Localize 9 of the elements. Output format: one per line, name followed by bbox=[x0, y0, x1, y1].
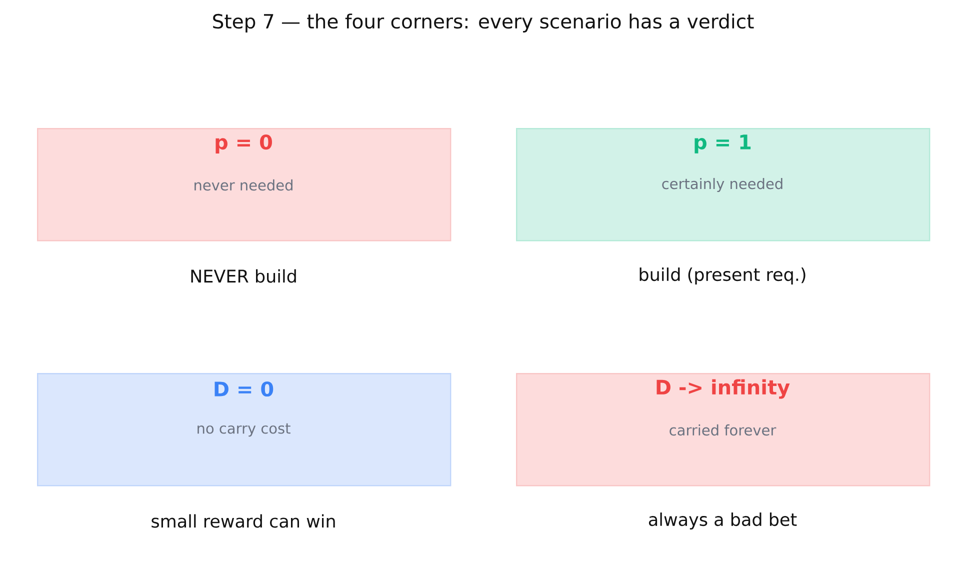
scenario-card: p = 1 certainly needed bbox=[516, 128, 930, 242]
title: Step 7 — the four corners: every scenario has a verdict bbox=[213, 14, 754, 32]
scenario-card: D -> infinity carried forever bbox=[516, 373, 930, 486]
verdict-text: always a bad bet bbox=[648, 512, 797, 530]
verdict-text: build (present req.) bbox=[640, 268, 806, 284]
verdict-text: small reward can win bbox=[152, 514, 335, 528]
verdict-text: NEVER build bbox=[191, 269, 296, 283]
scenario-card: D = 0 no carry cost bbox=[37, 373, 452, 486]
scenario-card: p = 0 never needed bbox=[37, 128, 452, 242]
